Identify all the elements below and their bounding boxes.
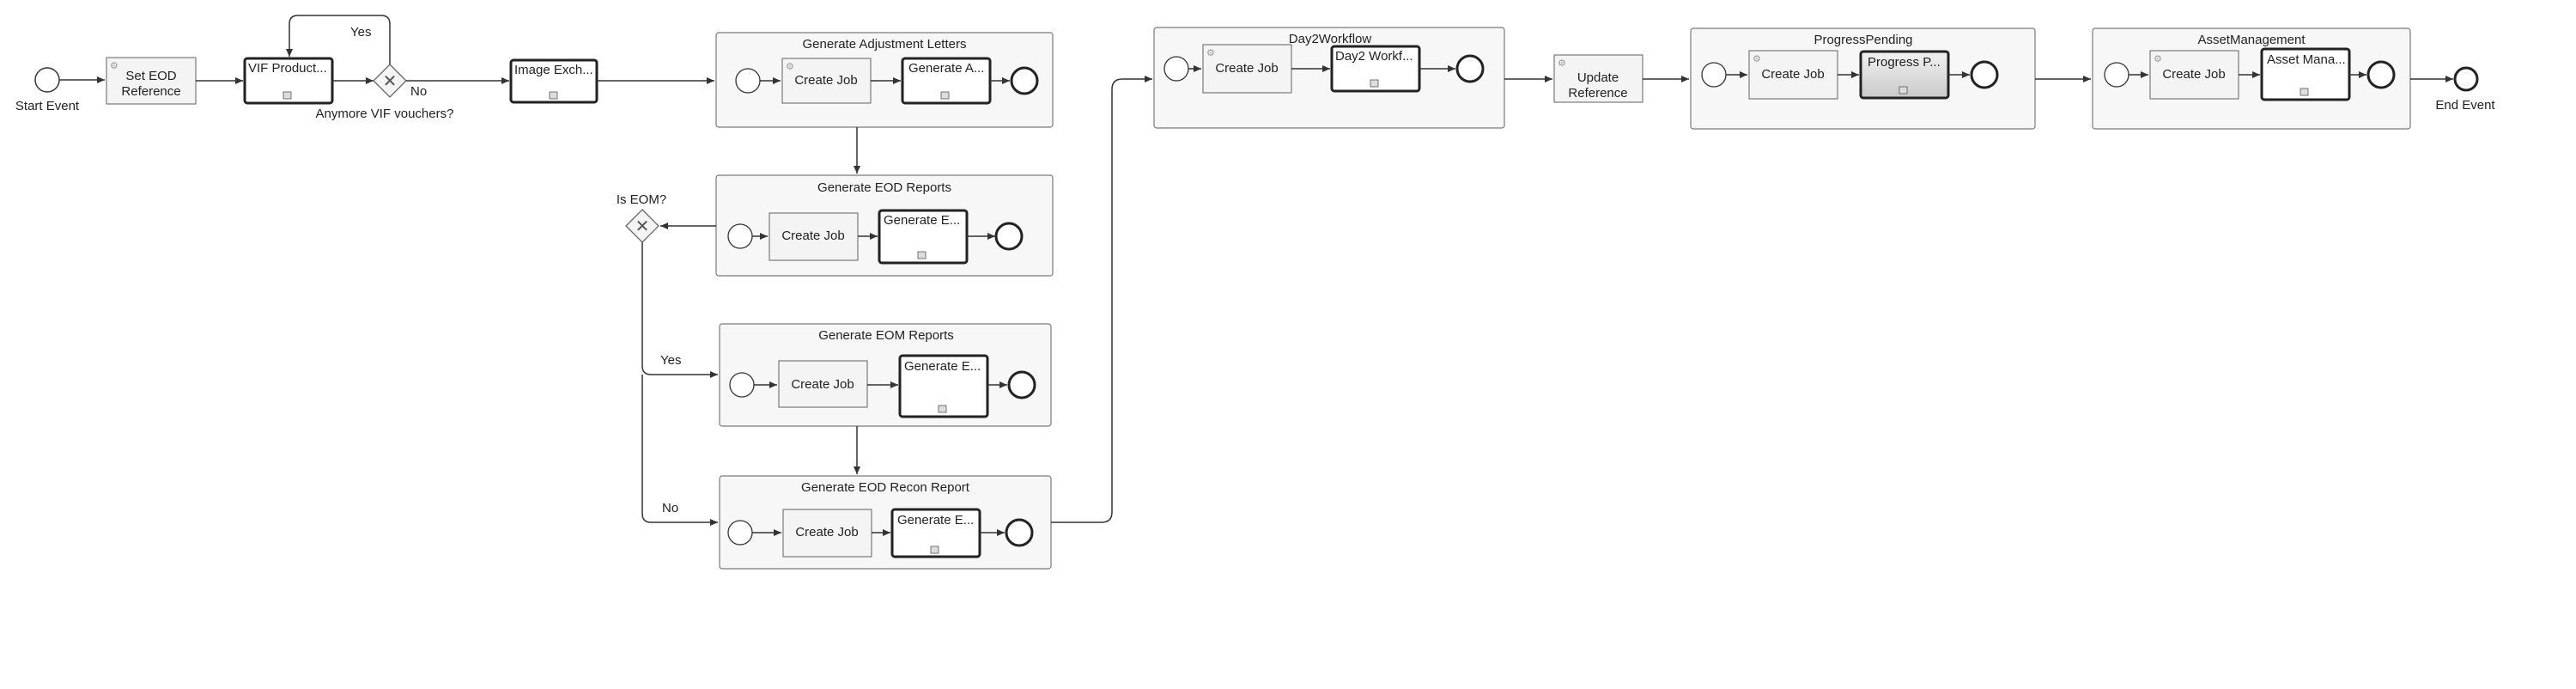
gear-icon: ⚙ [1558, 58, 1566, 69]
create-job-task[interactable] [769, 212, 859, 261]
generate-label: Generate A... [908, 61, 984, 76]
sub-end-event [2366, 60, 2396, 89]
flow-eom-no [641, 375, 718, 526]
flow-yes-label: Yes [350, 25, 371, 40]
subprocess-marker-icon [549, 91, 558, 100]
asset-call-label: Asset Mana... [2267, 52, 2346, 67]
sub-end-event [994, 222, 1024, 251]
subprocess-eod-reports[interactable]: Generate EOD Reports Create Job Generate… [715, 174, 1054, 277]
subprocess-progress-pending[interactable]: ProgressPending ⚙ Create Job Progress P.… [1690, 27, 2036, 130]
gateway-vouchers[interactable]: ✕ [373, 64, 407, 98]
end-event[interactable] [2453, 66, 2479, 92]
subprocess-title: ProgressPending [1814, 33, 1912, 47]
subprocess-marker-icon [938, 405, 947, 413]
start-event-label: Start Event [15, 99, 80, 113]
create-job-task[interactable] [1748, 50, 1838, 100]
create-job-task[interactable] [1202, 44, 1292, 94]
gateway-vouchers-label: Anymore VIF vouchers? [316, 107, 454, 121]
subprocess-marker-icon [283, 91, 292, 100]
generate-label: Generate E... [897, 513, 974, 527]
sub-end-event [1010, 66, 1039, 95]
subprocess-marker-icon [1370, 79, 1379, 88]
create-job-task[interactable] [778, 360, 868, 408]
start-event[interactable] [34, 67, 60, 93]
gear-icon: ⚙ [1206, 48, 1215, 58]
flow-eom-yes [641, 242, 718, 378]
flow-recon-to-day2 [1051, 76, 1152, 523]
flow-yes-label: Yes [660, 353, 681, 368]
exclusive-x-icon: ✕ [635, 217, 650, 236]
update-ref-label-2: Reference [1568, 86, 1627, 101]
sub-start-event [735, 68, 761, 94]
sub-start-event [727, 520, 753, 546]
set-eod-reference-task[interactable]: ⚙ Set EOD Reference [106, 57, 197, 105]
subprocess-title: Day2Workflow [1289, 32, 1372, 46]
gear-icon: ⚙ [2154, 54, 2162, 64]
update-ref-label-1: Update [1577, 70, 1619, 85]
subprocess-eod-recon[interactable]: Generate EOD Recon Report Create Job Gen… [719, 475, 1052, 570]
gear-icon: ⚙ [110, 61, 118, 71]
subprocess-asset-management[interactable]: AssetManagement ⚙ Create Job Asset Mana.… [2092, 27, 2411, 130]
image-exch-label: Image Exch... [514, 63, 593, 77]
day2-call-label: Day2 Workf... [1335, 49, 1413, 64]
update-reference-task[interactable]: ⚙ Update Reference [1553, 54, 1643, 103]
create-job-label: Create Job [794, 73, 857, 88]
flow-no-label: No [662, 501, 678, 515]
flow-no-label: No [410, 84, 427, 99]
create-job-label: Create Job [791, 377, 854, 392]
gear-icon: ⚙ [1753, 54, 1761, 64]
subprocess-title: Generate Adjustment Letters [803, 37, 967, 52]
flow-yes-loop [286, 15, 391, 64]
subprocess-marker-icon [1899, 86, 1908, 95]
sub-start-event [2104, 62, 2129, 88]
exclusive-x-icon: ✕ [383, 72, 398, 91]
subprocess-title: Generate EOD Reports [817, 180, 951, 195]
subprocess-marker-icon [917, 251, 927, 259]
generate-label: Generate E... [904, 359, 981, 374]
set-eod-label-2: Reference [121, 84, 180, 99]
sub-start-event [1163, 56, 1189, 82]
subprocess-title: Generate EOM Reports [818, 328, 954, 343]
create-job-label: Create Job [1761, 67, 1824, 82]
sub-end-event [1970, 60, 1999, 89]
subprocess-day2-workflow[interactable]: Day2Workflow ⚙ Create Job Day2 Workf... [1153, 27, 1505, 129]
subprocess-adjustment-letters[interactable]: Generate Adjustment Letters ⚙ Create Job… [715, 32, 1054, 128]
gear-icon: ⚙ [786, 62, 794, 72]
image-exchange-call-activity[interactable]: Image Exch... [509, 58, 598, 104]
create-job-task[interactable] [781, 58, 872, 104]
end-event-label: End Event [2435, 98, 2495, 113]
vif-label: VIF Product... [248, 61, 327, 76]
create-job-label: Create Job [2162, 67, 2225, 82]
create-job-label: Create Job [1215, 61, 1278, 76]
generate-label: Generate E... [884, 213, 960, 228]
create-job-task[interactable] [782, 509, 872, 558]
sub-start-event [727, 223, 753, 249]
subprocess-marker-icon [2300, 88, 2309, 96]
sub-start-event [1701, 62, 1727, 88]
progress-call-label: Progress P... [1868, 55, 1941, 70]
subprocess-title: AssetManagement [2197, 33, 2306, 47]
sub-end-event [1005, 518, 1034, 547]
subprocess-marker-icon [930, 546, 939, 554]
sub-end-event [1455, 54, 1485, 83]
sub-start-event [729, 372, 755, 398]
generate-call-activity[interactable] [898, 354, 989, 418]
subprocess-title: Generate EOD Recon Report [801, 480, 970, 495]
subprocess-eom-reports[interactable]: Generate EOM Reports Create Job Generate… [719, 323, 1052, 427]
set-eod-label-1: Set EOD [125, 69, 176, 83]
create-job-label: Create Job [795, 525, 858, 540]
create-job-label: Create Job [781, 229, 844, 243]
subprocess-marker-icon [940, 91, 950, 100]
gateway-eom-label: Is EOM? [617, 192, 666, 207]
vif-product-call-activity[interactable]: VIF Product... [243, 57, 334, 105]
sub-end-event [1007, 370, 1036, 399]
gateway-is-eom[interactable]: ✕ [625, 209, 659, 243]
